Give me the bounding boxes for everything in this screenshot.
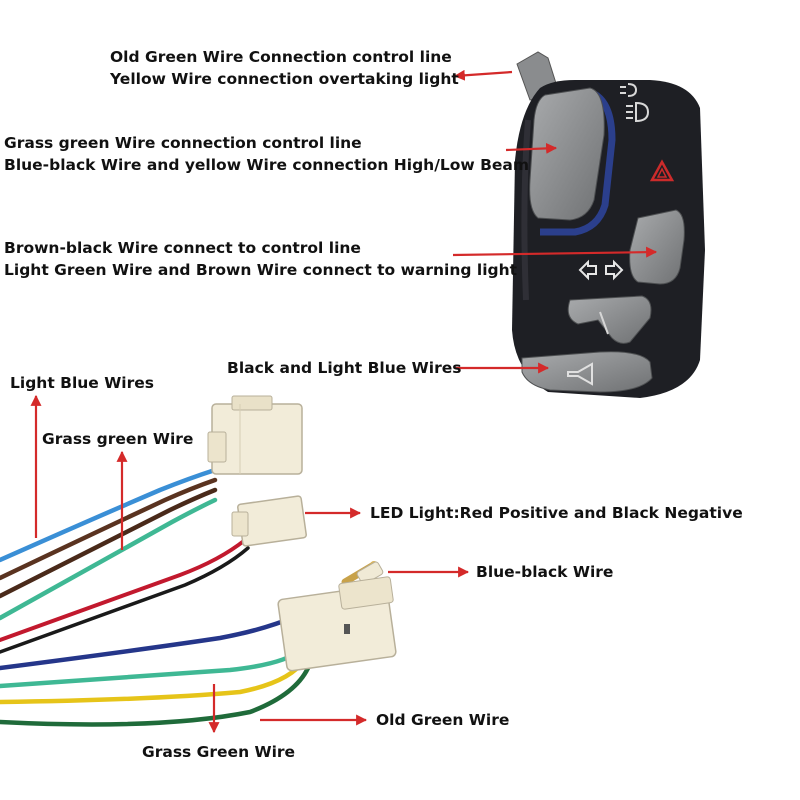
wire-harness [0, 467, 384, 727]
wire-grass-green-bottom [0, 647, 303, 689]
turn-rocker-switch [567, 295, 652, 344]
label-beam: Grass green Wire connection control line… [4, 132, 529, 176]
horn-button [521, 351, 653, 393]
wire-black-led [0, 546, 250, 654]
hazard-triangle-icon [649, 159, 675, 182]
label-overtaking: Old Green Wire Connection control line Y… [110, 46, 459, 90]
label-led: LED Light:Red Positive and Black Negativ… [370, 504, 743, 522]
label-old-green: Old Green Wire [376, 711, 510, 729]
connector-led [231, 495, 307, 547]
wire-brown-2 [0, 487, 218, 599]
label-beam-line1: Grass green Wire connection control line [4, 134, 362, 152]
label-grass-green-bottom: Grass Green Wire [142, 743, 296, 761]
handlebar-switch [512, 51, 705, 398]
wire-grass-green-top [0, 497, 218, 621]
label-overtaking-line1: Old Green Wire Connection control line [110, 48, 452, 66]
blue-accent-trim [540, 88, 616, 236]
label-beam-line2: Blue-black Wire and yellow Wire connecti… [4, 156, 530, 174]
label-light-blue: Light Blue Wires [10, 374, 154, 392]
label-grass-green-top: Grass green Wire [42, 430, 194, 448]
beam-button [529, 87, 605, 221]
wire-red-led [0, 538, 247, 642]
connector-bottom [277, 576, 397, 672]
turn-signal-arrows-icon [578, 259, 624, 281]
label-blue-black: Blue-black Wire [476, 563, 614, 581]
annotation-arrows [30, 69, 658, 734]
horn-icon [567, 362, 593, 386]
turn-signal-button [629, 209, 685, 285]
wire-old-green [0, 665, 311, 727]
connector-top [207, 395, 303, 475]
arrow-beam [505, 142, 558, 154]
label-turn-warning: Brown-black Wire connect to control line… [4, 237, 517, 281]
label-overtaking-line2: Yellow Wire connection overtaking light [110, 70, 459, 88]
wire-yellow [0, 657, 307, 705]
label-horn: Black and Light Blue Wires [227, 359, 462, 377]
arrow-overtaking [453, 69, 513, 81]
label-turn-warning-line2: Light Green Wire and Brown Wire connect … [4, 261, 518, 279]
wire-light-blue [0, 467, 218, 563]
wire-brown-1 [0, 477, 218, 581]
high-beam-icon [620, 83, 638, 97]
label-turn-warning-line1: Brown-black Wire connect to control line [4, 239, 361, 257]
headlight-icon [626, 101, 650, 123]
arrow-turn-warning [452, 246, 658, 258]
